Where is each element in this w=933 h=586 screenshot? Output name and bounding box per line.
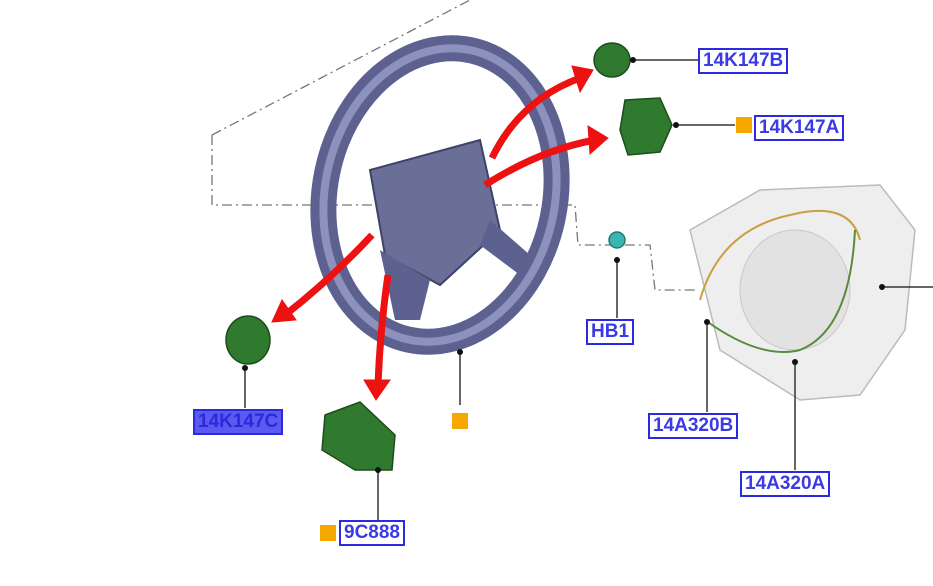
- steering-wheel: [310, 35, 570, 355]
- part-label-14a320b[interactable]: 14A320B: [648, 413, 739, 439]
- part-label-14k147c[interactable]: 14K147C: [193, 409, 284, 435]
- green-parts: [225, 42, 673, 471]
- part-label-14k147a[interactable]: 14K147A: [754, 115, 845, 141]
- part-label-hb1[interactable]: HB1: [586, 319, 635, 345]
- red-arrows: [271, 65, 609, 401]
- marker-square: [736, 117, 752, 133]
- part-label-14a320a[interactable]: 14A320A: [740, 471, 831, 497]
- part-label-9c888[interactable]: 9C888: [339, 520, 405, 546]
- airbag-module: [689, 184, 916, 401]
- part-label-14k147b[interactable]: 14K147B: [698, 48, 789, 74]
- marker-square: [320, 525, 336, 541]
- leader-lines: [244, 59, 933, 520]
- marker-square: [452, 413, 468, 429]
- guide-lines: [211, 0, 695, 291]
